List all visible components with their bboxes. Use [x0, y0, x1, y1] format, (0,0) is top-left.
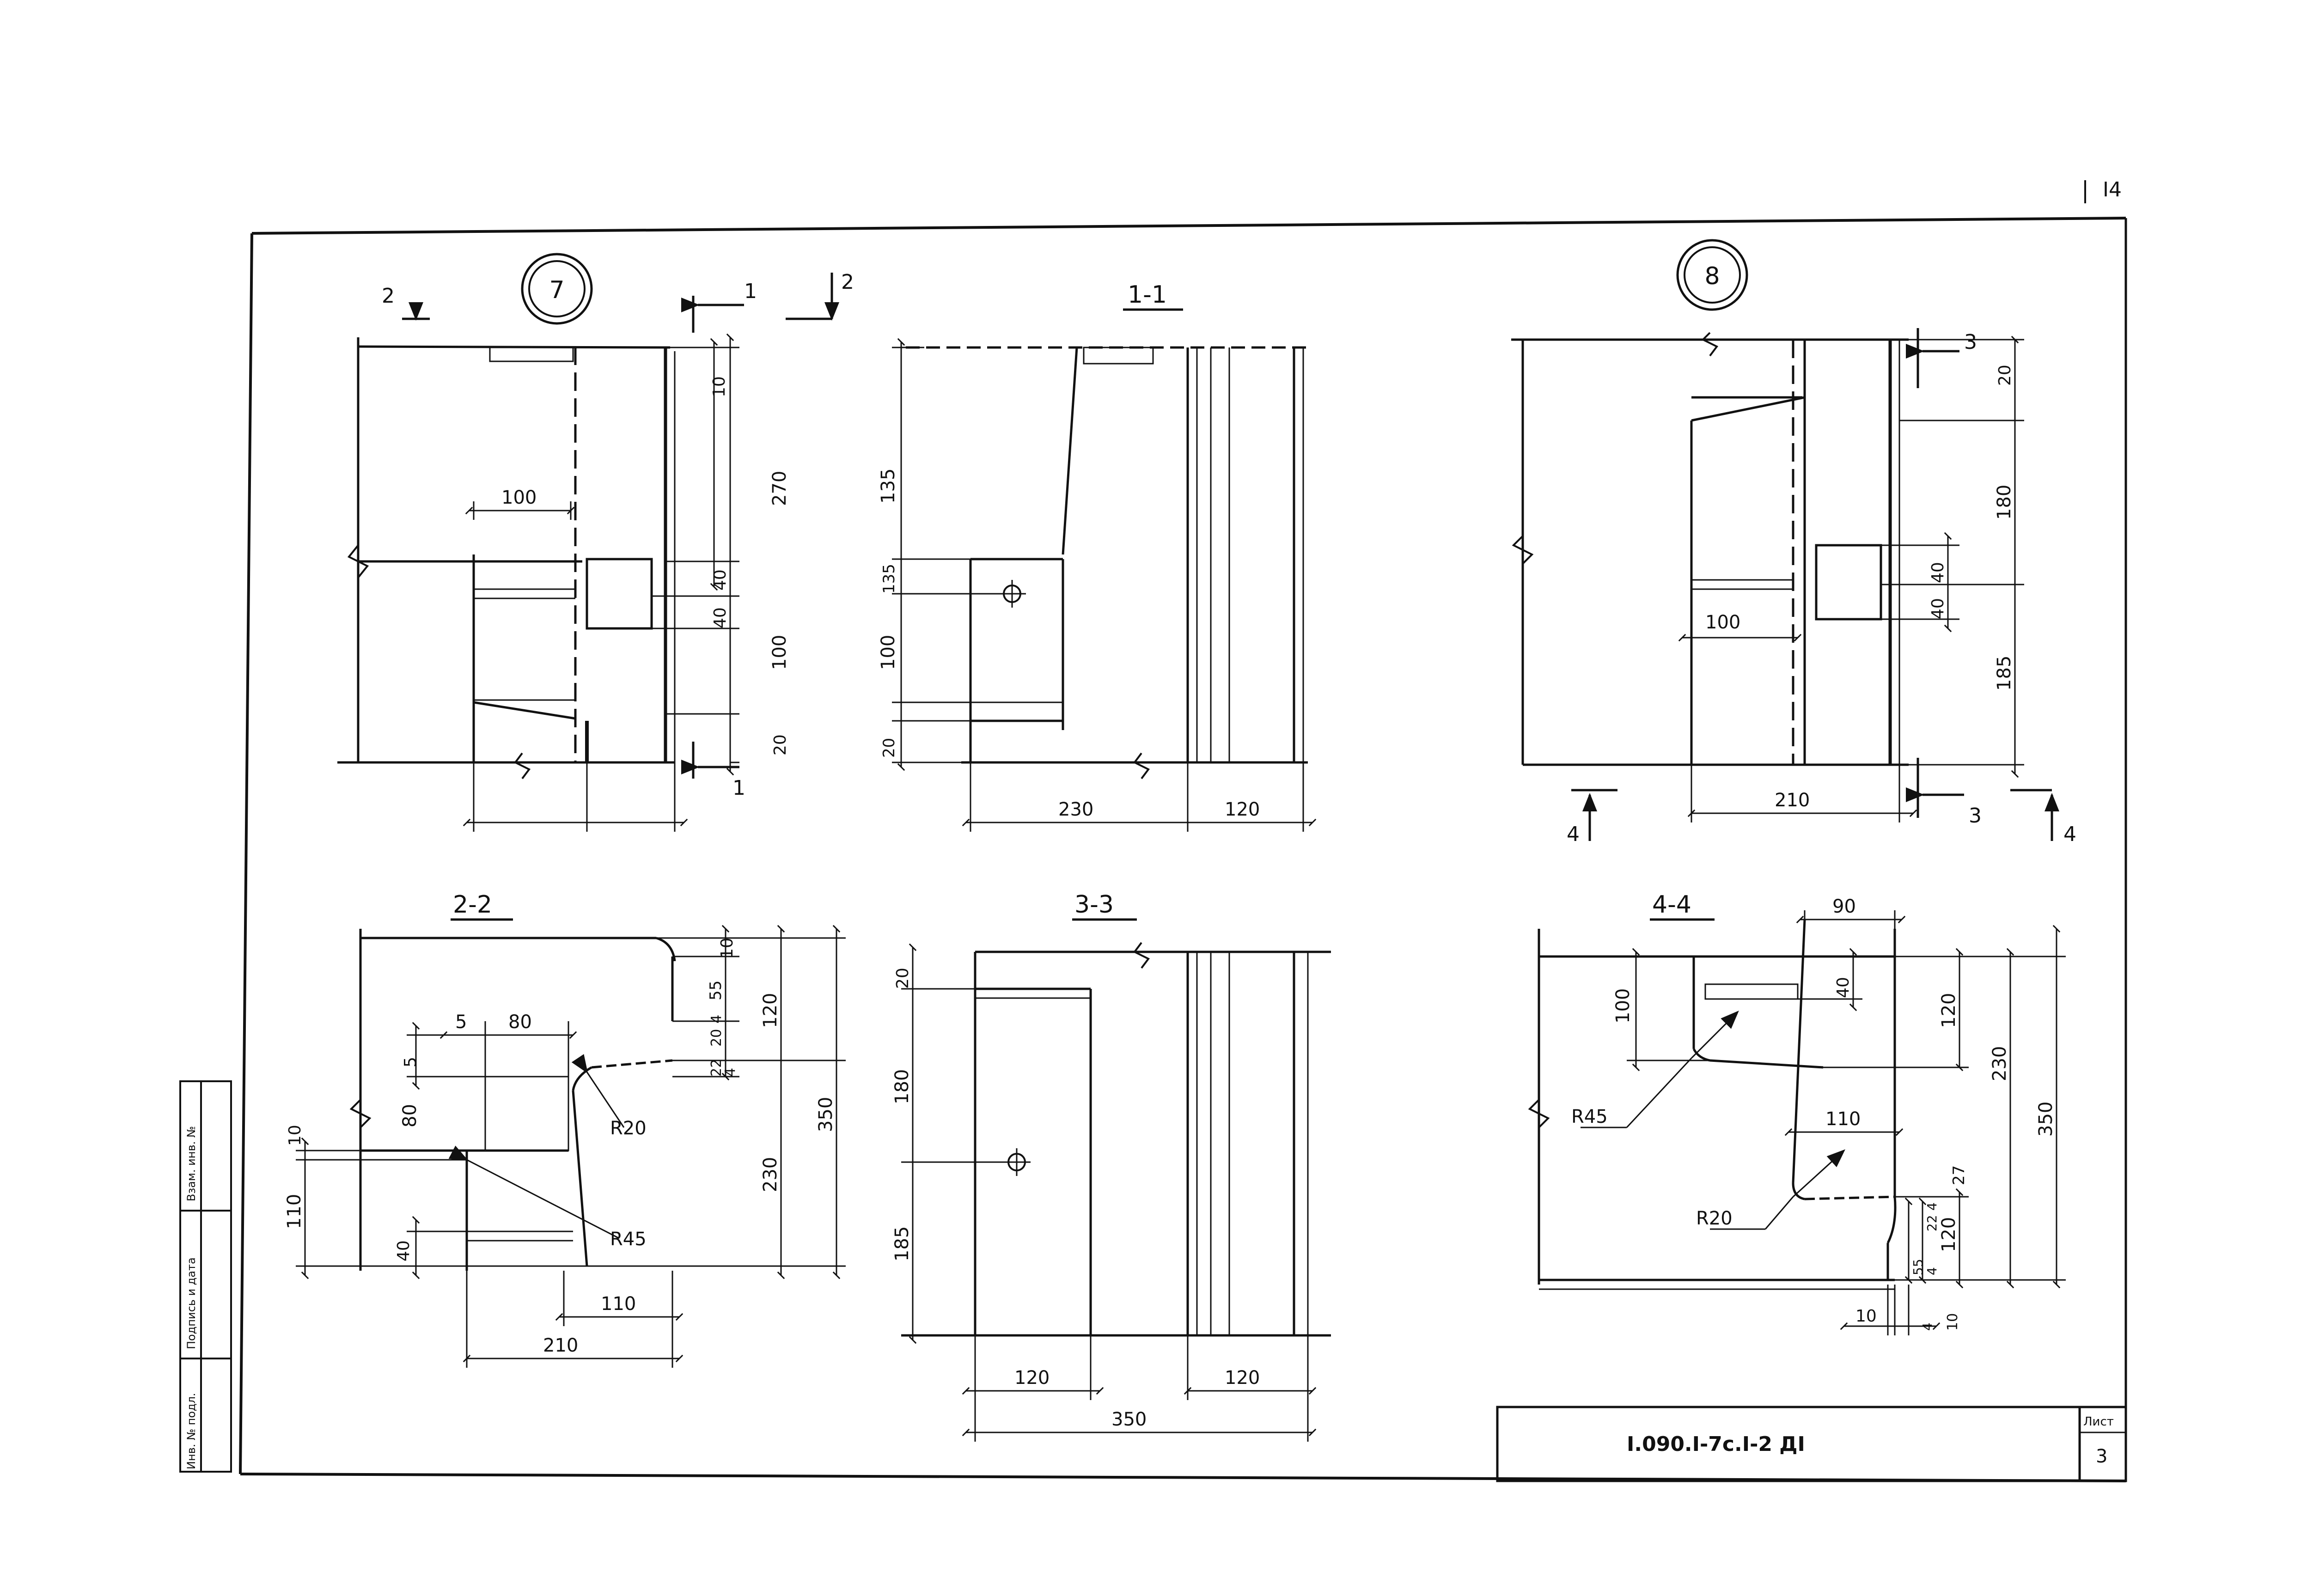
node-8-marker-outer — [1676, 239, 1748, 311]
stamp-vzam-inv: Взам. инв. № — [185, 1126, 198, 1201]
section-4-4-dim-110: 110 — [1825, 1109, 1861, 1130]
section-2-2-radius-r45: R45 — [610, 1229, 647, 1250]
section-2-2-dim-5a: 5 — [455, 1011, 467, 1033]
section-4-4-dim-27: 27 — [1950, 1165, 1968, 1185]
section-4-4-dim-120-top: 120 — [1938, 993, 1959, 1028]
section-2-2-dim-4a: 4 — [708, 1015, 725, 1023]
view-section-1-1: 1-1 — [878, 281, 1317, 832]
view-section-3-3: 3-3 — [891, 891, 1331, 1442]
section-1-1-dim-135: 135 — [880, 564, 898, 594]
node-7-marker-outer — [521, 253, 593, 325]
section-4-4-dim-10b: 10 — [1945, 1313, 1961, 1331]
section-3-3-dim-185: 185 — [891, 1226, 913, 1261]
cut-3-label-bottom: 3 — [1969, 804, 1982, 828]
section-2-2-radius-r20: R20 — [610, 1118, 647, 1139]
section-2-2-dim-4b: 4 — [722, 1068, 738, 1077]
section-4-4-dim-4a: 4 — [1924, 1202, 1940, 1211]
node-7-marker-label: 7 — [549, 276, 564, 304]
section-1-1-title: 1-1 — [1128, 281, 1167, 309]
section-4-4-dim-4b: 4 — [1924, 1267, 1940, 1275]
section-4-4-title: 4-4 — [1652, 891, 1691, 919]
cut-1-label-top: 1 — [744, 280, 757, 303]
section-4-4-dim-100: 100 — [1612, 988, 1634, 1023]
node-8-dim-100: 100 — [1705, 612, 1740, 633]
section-4-4-dim-40: 40 — [1834, 977, 1853, 998]
section-2-2-dim-210: 210 — [543, 1335, 578, 1356]
section-2-2-dim-55: 55 — [707, 981, 725, 1000]
section-4-4-dim-4c: 4 — [1920, 1322, 1935, 1331]
section-1-1-dim-120: 120 — [1225, 799, 1260, 820]
drawing-designation: I.090.I-7c.I-2 ДI — [1627, 1432, 1805, 1456]
section-2-2-dim-230: 230 — [760, 1157, 781, 1192]
section-2-2-dim-40: 40 — [394, 1240, 413, 1261]
section-4-4-dim-55: 55 — [1910, 1259, 1926, 1275]
section-4-4-dim-350: 350 — [2035, 1102, 2057, 1137]
section-2-2-dim-5b: 5 — [401, 1057, 420, 1067]
sheet-label: Лист — [2083, 1415, 2114, 1429]
corner-page-number: I4 — [2103, 178, 2122, 201]
node-7-dim-20: 20 — [771, 734, 790, 755]
section-2-2-dim-350: 350 — [815, 1097, 836, 1132]
section-4-4-dim-120-bottom: 120 — [1938, 1217, 1959, 1252]
node-8-dim-210: 210 — [1775, 790, 1810, 811]
section-4-4-radius-r45: R45 — [1571, 1106, 1608, 1127]
cut-3-label-top: 3 — [1964, 330, 1977, 354]
view-node-7: 7 — [337, 253, 854, 832]
section-4-4-dim-90: 90 — [1832, 896, 1856, 917]
section-2-2-dim-10: 10 — [286, 1125, 305, 1146]
section-3-3-dim-120-left: 120 — [1014, 1367, 1050, 1389]
cut-2-label-right: 2 — [841, 270, 854, 294]
drawing-frame — [239, 180, 2127, 1482]
section-2-2-dim-22: 22 — [708, 1059, 725, 1077]
section-3-3-dim-120-right: 120 — [1225, 1367, 1260, 1389]
section-4-4-dim-230: 230 — [1989, 1046, 2010, 1081]
section-2-2-dim-10-top: 10 — [718, 938, 737, 959]
node-7-dim-100: 100 — [501, 487, 537, 508]
section-1-1-dim-100: 100 — [878, 635, 899, 670]
sheet-number: 3 — [2096, 1446, 2107, 1467]
node-7-dim-40b: 40 — [711, 607, 730, 628]
section-2-2-title: 2-2 — [453, 891, 492, 919]
node-8-dim-40b: 40 — [1929, 598, 1947, 619]
view-section-2-2: 2-2 — [284, 891, 846, 1368]
node-8-dim-40a: 40 — [1929, 562, 1947, 583]
node-8-dim-180: 180 — [1994, 485, 2015, 520]
section-3-3-dim-20: 20 — [893, 968, 912, 989]
section-4-4-radius-r20: R20 — [1696, 1208, 1733, 1229]
cut-1-label-bottom: 1 — [732, 776, 745, 800]
section-2-2-dim-110: 110 — [284, 1194, 305, 1229]
cut-2-label-left: 2 — [382, 284, 395, 308]
title-block — [1496, 1406, 2127, 1482]
section-2-2-dim-80a: 80 — [508, 1011, 532, 1033]
node-7-dim-40a: 40 — [711, 569, 730, 591]
section-3-3-dim-350: 350 — [1111, 1409, 1147, 1430]
section-3-3-title: 3-3 — [1074, 891, 1114, 919]
node-8-dim-20: 20 — [1996, 365, 2014, 386]
section-2-2-dim-120: 120 — [760, 993, 781, 1028]
node-8-marker-inner — [1684, 246, 1741, 304]
approval-stamp-strip — [179, 1080, 232, 1473]
node-8-marker-label: 8 — [1704, 262, 1720, 290]
stamp-inv-podl: Инв. № подл. — [185, 1393, 198, 1469]
cut-4-label-left: 4 — [1567, 822, 1580, 846]
node-7-dim-10: 10 — [710, 376, 729, 397]
node-7-marker-inner — [528, 260, 586, 317]
section-1-1-dim-20: 20 — [880, 738, 898, 758]
section-1-1-dim-230: 230 — [1058, 799, 1093, 820]
section-2-2-dim-20: 20 — [708, 1029, 725, 1047]
section-1-1-dim-135-top: 135 — [878, 469, 899, 504]
view-node-8: 8 — [1511, 239, 2076, 846]
node-7-dim-100-vert: 100 — [769, 635, 790, 670]
section-3-3-dim-180: 180 — [891, 1069, 913, 1104]
node-8-dim-185: 185 — [1994, 656, 2015, 691]
cut-4-label-right: 4 — [2063, 822, 2076, 846]
section-2-2-dim-80b: 80 — [399, 1104, 421, 1127]
stamp-podpis-data: Подпись и дата — [185, 1257, 198, 1349]
section-2-2-dim-110-bottom: 110 — [601, 1293, 636, 1315]
section-4-4-dim-10a: 10 — [1855, 1307, 1877, 1326]
view-section-4-4: 4-4 — [1528, 891, 2066, 1335]
section-4-4-dim-22: 22 — [1924, 1215, 1940, 1231]
node-7-dim-270: 270 — [769, 471, 790, 506]
